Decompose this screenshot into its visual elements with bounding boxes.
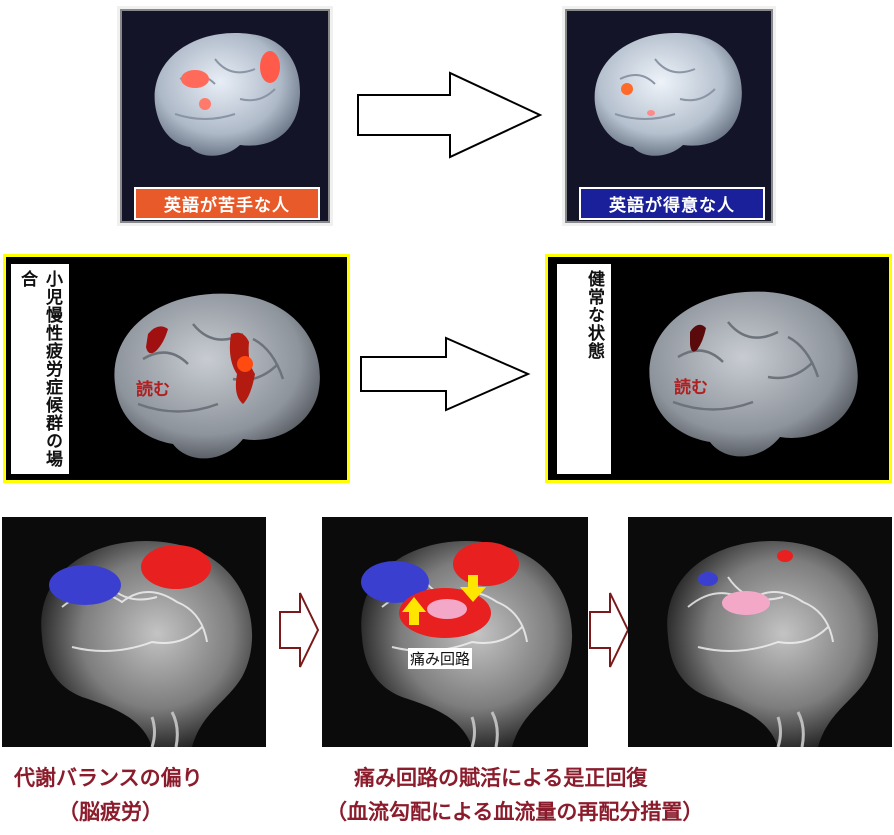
reading-label: 読む <box>136 380 170 400</box>
xray-panel-pain-circuit: 痛み回路 <box>322 517 588 747</box>
good-english-label: 英語が得意な人 <box>579 187 765 220</box>
xray-panel-imbalance <box>2 517 266 747</box>
brain-pet-image <box>114 293 320 459</box>
xray-head-image <box>361 541 573 747</box>
brain-pet-image <box>649 291 858 457</box>
healthy-vertical-label: 健常な状態 <box>556 263 612 475</box>
caption-imbalance: 代謝バランスの偏り <box>14 766 203 790</box>
brain-scan-image <box>594 33 742 156</box>
reading-label: 読む <box>674 378 708 398</box>
xray-panel-restored <box>628 517 892 747</box>
poor-english-label: 英語が苦手な人 <box>134 187 320 220</box>
xray-head-image <box>667 541 879 747</box>
down-arrow-icon <box>460 575 486 602</box>
brain-scan-image <box>154 33 301 156</box>
scan-panel-poor-english: 英語が苦手な人 <box>117 6 333 226</box>
right-arrow-icon <box>279 592 320 668</box>
up-arrow-icon <box>402 597 426 625</box>
caption-redistribution: （血流勾配による血流量の再配分措置） <box>326 800 704 824</box>
pain-circuit-label: 痛み回路 <box>408 648 473 669</box>
scan-panel-good-english: 英語が得意な人 <box>562 6 776 226</box>
pet-panel-ccfs: 小児慢性疲労症候群の場合 読む <box>3 254 350 483</box>
ccfs-vertical-label: 小児慢性疲労症候群の場合 <box>10 263 70 475</box>
right-arrow-icon <box>589 592 630 668</box>
caption-correction: 痛み回路の賦活による是正回復 <box>354 766 648 790</box>
pet-panel-healthy: 健常な状態 読む <box>545 254 892 483</box>
xray-head-image <box>41 541 253 747</box>
caption-brain-fatigue: （脳疲労） <box>58 800 163 824</box>
right-arrow-icon <box>357 71 543 159</box>
right-arrow-icon <box>360 336 531 412</box>
